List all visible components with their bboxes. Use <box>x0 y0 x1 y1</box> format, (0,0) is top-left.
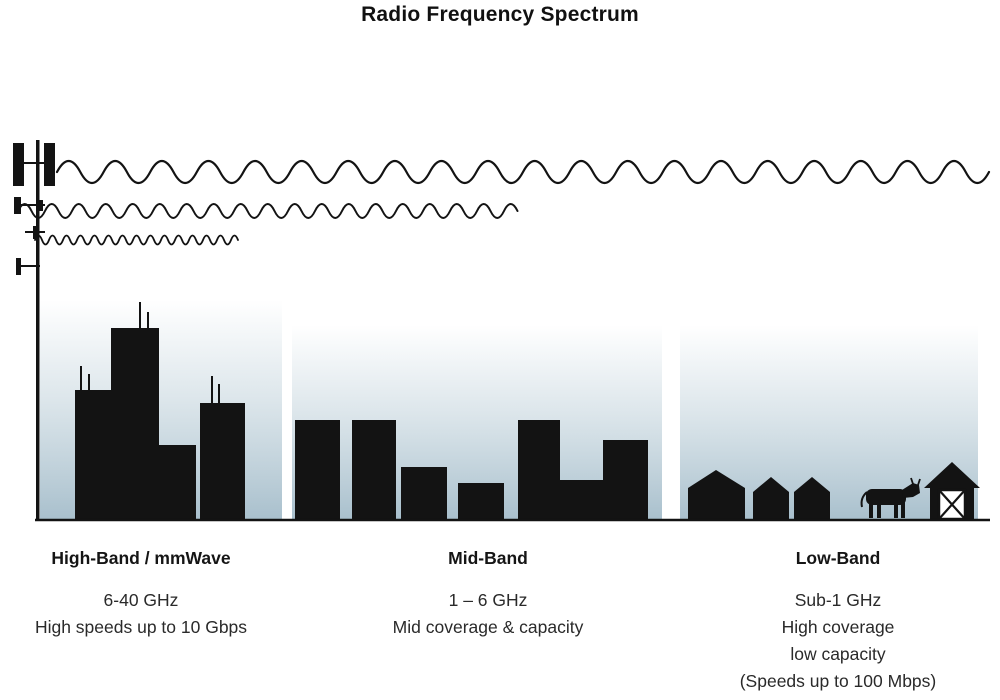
cow-head <box>902 483 920 498</box>
barn-roof <box>924 462 980 488</box>
suburb-skyline-icon <box>295 420 648 520</box>
low-frequency-wave <box>55 159 991 185</box>
house-icon <box>794 477 830 519</box>
mid-frequency-wave <box>17 203 519 219</box>
cell-tower-icon <box>13 140 55 520</box>
tower-mast <box>36 140 40 520</box>
band-name-high: High-Band / mmWave <box>51 548 231 568</box>
cow-body <box>866 489 906 505</box>
band-description-mid: Mid coverage & capacity <box>392 617 584 637</box>
building <box>200 403 245 520</box>
building <box>401 467 447 520</box>
building <box>458 483 504 520</box>
band-description-low: High coverage <box>781 617 895 637</box>
building <box>603 440 648 520</box>
rural-scene <box>688 462 980 521</box>
band-description-high: High speeds up to 10 Gbps <box>34 617 248 637</box>
band-name-low: Low-Band <box>795 548 881 568</box>
cow-leg <box>877 502 881 518</box>
cow-leg <box>894 502 898 518</box>
barn-icon <box>924 462 980 521</box>
band-frequency-low: Sub-1 GHz <box>794 590 882 610</box>
band-description-low-2: low capacity <box>790 644 886 664</box>
house-icon <box>753 477 789 519</box>
building <box>111 328 159 520</box>
cow-leg <box>869 502 873 518</box>
band-name-mid: Mid-Band <box>448 548 528 568</box>
tower-antenna-panel <box>13 143 24 186</box>
cow-leg <box>901 502 905 518</box>
band-label-low: Low-Band Sub-1 GHz High coverage low cap… <box>688 548 988 695</box>
cow-horn <box>910 477 914 485</box>
building <box>295 420 340 520</box>
band-description-low-3: (Speeds up to 100 Mbps) <box>739 671 937 691</box>
spectrum-illustration <box>13 140 991 522</box>
building <box>75 390 111 520</box>
building <box>560 480 603 520</box>
tower-antenna-panel <box>44 143 55 186</box>
building <box>518 420 560 520</box>
barn-door-brace <box>938 489 966 520</box>
cow-horn <box>917 478 921 486</box>
tower-antenna-small <box>38 200 43 211</box>
building <box>352 420 396 520</box>
high-frequency-wave <box>34 234 239 246</box>
band-frequency-high: 6-40 GHz <box>103 590 179 610</box>
band-label-mid: Mid-Band 1 – 6 GHz Mid coverage & capaci… <box>358 548 618 641</box>
house-icon <box>688 470 745 519</box>
diagram-title: Radio Frequency Spectrum <box>361 3 639 26</box>
cow-icon <box>860 477 921 518</box>
building <box>159 445 196 520</box>
city-skyline-icon <box>75 302 245 520</box>
band-frequency-mid: 1 – 6 GHz <box>448 590 528 610</box>
band-label-high: High-Band / mmWave 6-40 GHz High speeds … <box>20 548 262 641</box>
cow-tail <box>860 491 868 508</box>
